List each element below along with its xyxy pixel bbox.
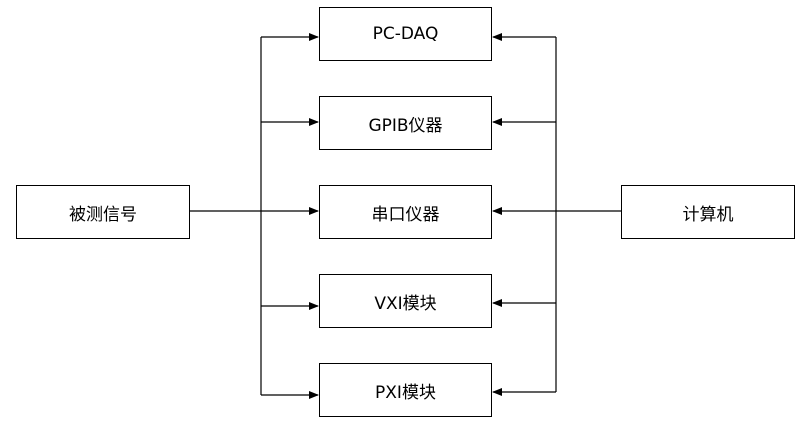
computer-box: 计算机 <box>621 185 795 239</box>
instrument-box-serial: 串口仪器 <box>319 185 492 239</box>
instrument-label-serial: 串口仪器 <box>371 204 440 225</box>
instrument-label-vxi: VXI模块 <box>374 293 437 314</box>
instrument-box-gpib: GPIB仪器 <box>319 96 492 150</box>
instrument-box-vxi: VXI模块 <box>319 274 492 328</box>
instrument-label-pxi: PXI模块 <box>375 382 436 403</box>
source-label: 被测信号 <box>69 204 137 225</box>
instrument-label-gpib: GPIB仪器 <box>368 115 443 136</box>
instrument-box-pxi: PXI模块 <box>319 363 492 417</box>
computer-label: 计算机 <box>682 204 734 225</box>
instrument-label-pc-daq: PC-DAQ <box>372 24 439 44</box>
instrument-box-pc-daq: PC-DAQ <box>319 7 492 61</box>
source-box: 被测信号 <box>16 185 190 239</box>
